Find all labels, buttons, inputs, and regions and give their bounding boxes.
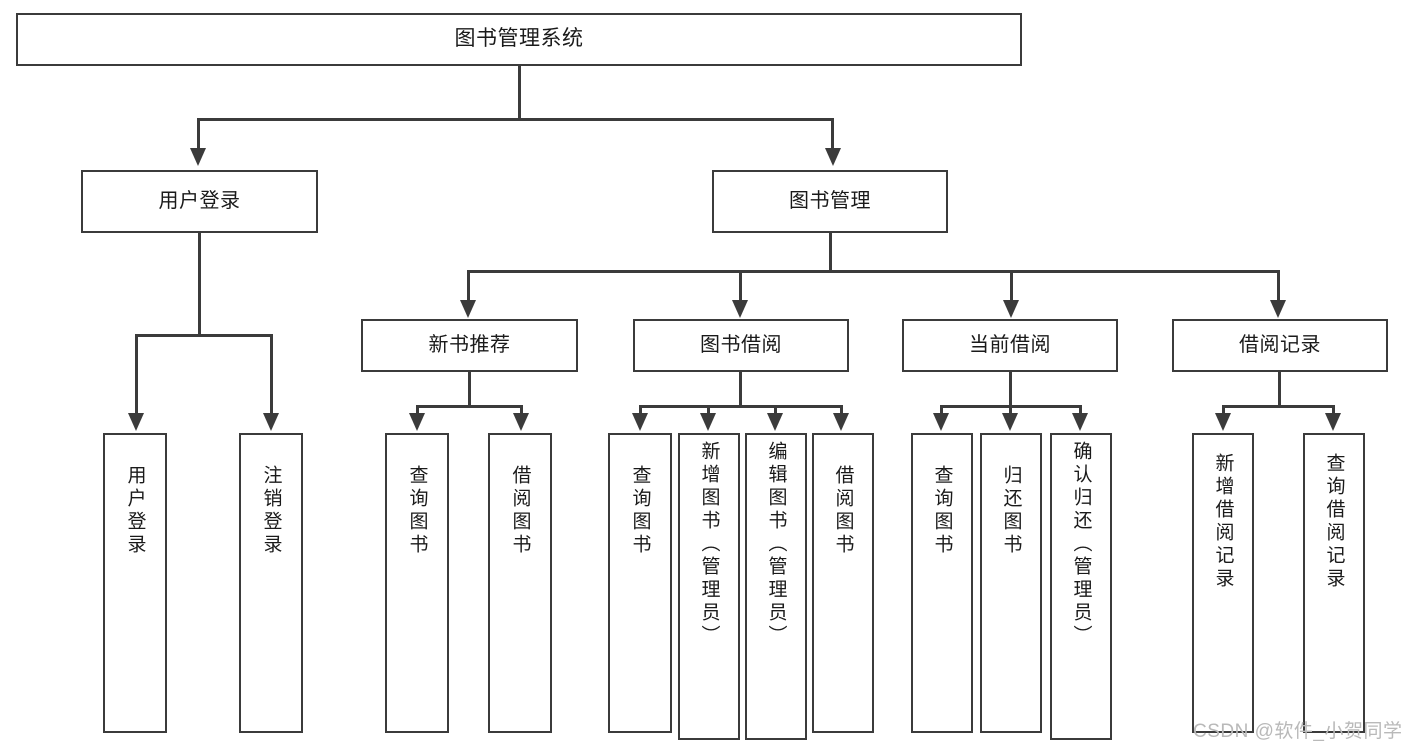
leaf-query-record[interactable]: 查询借阅记录: [1303, 433, 1365, 733]
edge-book-manage-to-current-borrow: [1010, 270, 1013, 302]
arrow-current-borrow-to-leaf-1: [933, 413, 949, 431]
arrow-current-borrow-to-leaf-3: [1072, 413, 1088, 431]
edge-book-borrow-bus: [639, 405, 842, 408]
arrow-new-book-rec-to-leaf-2: [513, 413, 529, 431]
leaf-edit-book-admin[interactable]: 编辑图书（管理员）: [745, 433, 807, 740]
edge-user-login-stem: [198, 233, 201, 334]
edge-new-book-rec-to-leaf-1: [416, 405, 419, 415]
edge-borrow-record-stem: [1278, 372, 1281, 405]
edge-book-manage-to-new-book-rec: [467, 270, 470, 302]
edge-root-bus: [197, 118, 834, 121]
leaf-return-book-label: 归还图书: [1000, 465, 1022, 557]
leaf-user-login-label: 用户登录: [124, 465, 146, 557]
leaf-confirm-return-admin[interactable]: 确认归还（管理员）: [1050, 433, 1112, 740]
arrow-borrow-record-to-leaf-1: [1215, 413, 1231, 431]
edge-current-borrow-to-leaf-2: [1009, 405, 1012, 415]
node-book-borrow[interactable]: 图书借阅: [633, 319, 849, 372]
edge-user-login-to-leaf-2: [270, 334, 273, 415]
node-current-borrow[interactable]: 当前借阅: [902, 319, 1118, 372]
arrow-borrow-record-to-leaf-2: [1325, 413, 1341, 431]
arrow-book-borrow-to-leaf-4: [833, 413, 849, 431]
leaf-query-record-label: 查询借阅记录: [1323, 453, 1345, 591]
leaf-query-book-3[interactable]: 查询图书: [911, 433, 973, 733]
arrow-book-manage-to-book-borrow: [732, 300, 748, 318]
leaf-add-record-label: 新增借阅记录: [1212, 453, 1234, 591]
leaf-query-book-2-label: 查询图书: [629, 465, 651, 557]
leaf-edit-book-admin-label: 编辑图书（管理员）: [765, 441, 787, 648]
node-root-label: 图书管理系统: [454, 27, 584, 51]
leaf-add-book-admin[interactable]: 新增图书（管理员）: [678, 433, 740, 740]
leaf-return-book[interactable]: 归还图书: [980, 433, 1042, 733]
arrow-book-borrow-to-leaf-2: [700, 413, 716, 431]
arrow-book-borrow-to-leaf-1: [632, 413, 648, 431]
leaf-add-book-admin-label: 新增图书（管理员）: [698, 441, 720, 648]
leaf-logout[interactable]: 注销登录: [239, 433, 303, 733]
leaf-query-book-1[interactable]: 查询图书: [385, 433, 449, 733]
edge-user-login-to-leaf-1: [135, 334, 138, 415]
leaf-query-book-2[interactable]: 查询图书: [608, 433, 672, 733]
leaf-confirm-return-admin-label: 确认归还（管理员）: [1070, 441, 1092, 648]
edge-book-manage-bus: [467, 270, 1279, 273]
edge-borrow-record-to-leaf-1: [1222, 405, 1225, 415]
leaf-borrow-book-2-label: 借阅图书: [832, 465, 854, 557]
node-root[interactable]: 图书管理系统: [16, 13, 1022, 66]
edge-book-borrow-to-leaf-3: [774, 405, 777, 415]
leaf-borrow-book-1-label: 借阅图书: [509, 465, 531, 557]
node-book-manage[interactable]: 图书管理: [712, 170, 948, 233]
edge-user-login-bus: [135, 334, 272, 337]
node-book-borrow-label: 图书借阅: [700, 334, 782, 356]
leaf-query-book-1-label: 查询图书: [406, 465, 428, 557]
edge-book-borrow-to-leaf-4: [840, 405, 843, 415]
arrow-book-manage-to-new-book-rec: [460, 300, 476, 318]
arrow-book-manage-to-current-borrow: [1003, 300, 1019, 318]
node-current-borrow-label: 当前借阅: [969, 334, 1051, 356]
edge-book-borrow-to-leaf-2: [707, 405, 710, 415]
node-book-manage-label: 图书管理: [789, 190, 871, 212]
node-borrow-record-label: 借阅记录: [1239, 334, 1321, 356]
edge-new-book-rec-stem: [468, 372, 471, 405]
arrow-root-to-user-login: [190, 148, 206, 166]
leaf-user-login[interactable]: 用户登录: [103, 433, 167, 733]
edge-root-to-user-login: [197, 118, 200, 150]
edge-book-borrow-stem: [739, 372, 742, 405]
arrow-book-borrow-to-leaf-3: [767, 413, 783, 431]
edge-current-borrow-to-leaf-1: [940, 405, 943, 415]
edge-root-to-book-manage: [831, 118, 834, 150]
edge-current-borrow-to-leaf-3: [1079, 405, 1082, 415]
edge-book-manage-to-book-borrow: [739, 270, 742, 302]
arrow-user-login-to-leaf-1: [128, 413, 144, 431]
node-user-login-label: 用户登录: [158, 190, 241, 212]
arrow-user-login-to-leaf-2: [263, 413, 279, 431]
leaf-borrow-book-2[interactable]: 借阅图书: [812, 433, 874, 733]
edge-new-book-rec-bus: [416, 405, 523, 408]
edge-borrow-record-to-leaf-2: [1332, 405, 1335, 415]
leaf-borrow-book-1[interactable]: 借阅图书: [488, 433, 552, 733]
arrow-root-to-book-manage: [825, 148, 841, 166]
edge-book-manage-stem: [829, 233, 832, 270]
arrow-current-borrow-to-leaf-2: [1002, 413, 1018, 431]
leaf-add-record[interactable]: 新增借阅记录: [1192, 433, 1254, 733]
node-new-book-rec[interactable]: 新书推荐: [361, 319, 578, 372]
edge-current-borrow-stem: [1009, 372, 1012, 405]
node-user-login[interactable]: 用户登录: [81, 170, 318, 233]
node-borrow-record[interactable]: 借阅记录: [1172, 319, 1388, 372]
leaf-query-book-3-label: 查询图书: [931, 465, 953, 557]
node-new-book-rec-label: 新书推荐: [428, 334, 511, 356]
arrow-new-book-rec-to-leaf-1: [409, 413, 425, 431]
arrow-book-manage-to-borrow-record: [1270, 300, 1286, 318]
edge-borrow-record-bus: [1222, 405, 1335, 408]
edge-new-book-rec-to-leaf-2: [520, 405, 523, 415]
edge-book-manage-to-borrow-record: [1277, 270, 1280, 302]
leaf-logout-label: 注销登录: [260, 465, 282, 557]
edge-book-borrow-to-leaf-1: [639, 405, 642, 415]
edge-root-stem: [518, 66, 521, 118]
